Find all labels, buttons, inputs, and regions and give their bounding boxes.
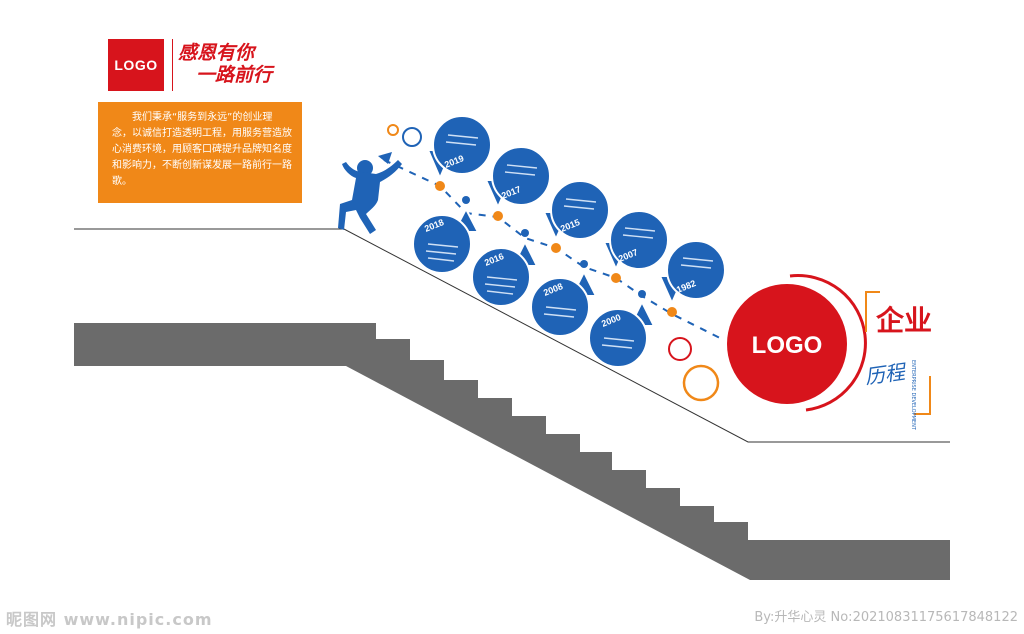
bubble-2019 [426,115,492,181]
bubble-2018 [412,206,480,274]
wall-outline [74,228,950,443]
deco-ring [682,364,720,402]
bubble-2007 [602,210,669,272]
bubble-2016 [471,239,539,307]
timeline-dots-blue [462,196,646,298]
emblem-arc [789,274,867,412]
timeline-dot [667,307,677,317]
intro-panel: 我们秉承“服务到永远”的创业理念，以诚信打造透明工程，用服务营造放心消费环境，用… [98,102,302,203]
timeline-dot [435,181,445,191]
timeline-dots [435,181,677,317]
arrow-head-icon [378,152,392,164]
emblem-logo-text: LOGO [752,332,823,359]
timeline-dot [611,273,621,283]
bubble-text-lines [425,134,714,349]
bubble-2000 [588,299,656,368]
timeline-dot [638,290,646,298]
timeline-dot [580,260,588,268]
stair-silhouette [74,323,950,580]
timeline-bubbles-top [426,115,726,306]
timeline-dot [521,229,529,237]
bubble-2017 [484,146,551,210]
deco-ring [387,124,399,136]
title-subtitle-en: ENTERPRISE DEVELOPMENT [910,360,916,431]
header-divider [172,39,173,91]
runner-icon [338,160,402,234]
title-line-1: 企业 [876,304,932,337]
bubble-1982 [658,240,726,306]
logo-box: LOGO [108,39,164,91]
timeline-dot [462,196,470,204]
slogan-line-2: 一路前行 [196,64,273,86]
slogan-line-1: 感恩有你 [178,42,255,64]
logo-text: LOGO [114,57,158,73]
bubble-2015 [542,180,610,242]
timeline-bubbles-bottom [412,206,656,368]
intro-text: 我们秉承“服务到永远”的创业理念，以诚信打造透明工程，用服务营造放心消费环境，用… [112,112,292,187]
bubble-2008 [530,269,598,337]
deco-ring [668,337,692,361]
emblem-circle [727,284,847,404]
timeline-dot [493,211,503,221]
title-bracket-left [865,291,880,332]
watermark-left: 昵图网 www.nipic.com [6,610,213,629]
title-line-2: 历程 [863,359,909,389]
timeline-dot [551,243,561,253]
watermark-right: By:升华心灵 No:20210831175617848122 [754,610,1018,625]
title-bracket-right [914,376,931,415]
deco-ring [402,127,422,147]
slogan: 感恩有你 一路前行 [178,42,288,86]
